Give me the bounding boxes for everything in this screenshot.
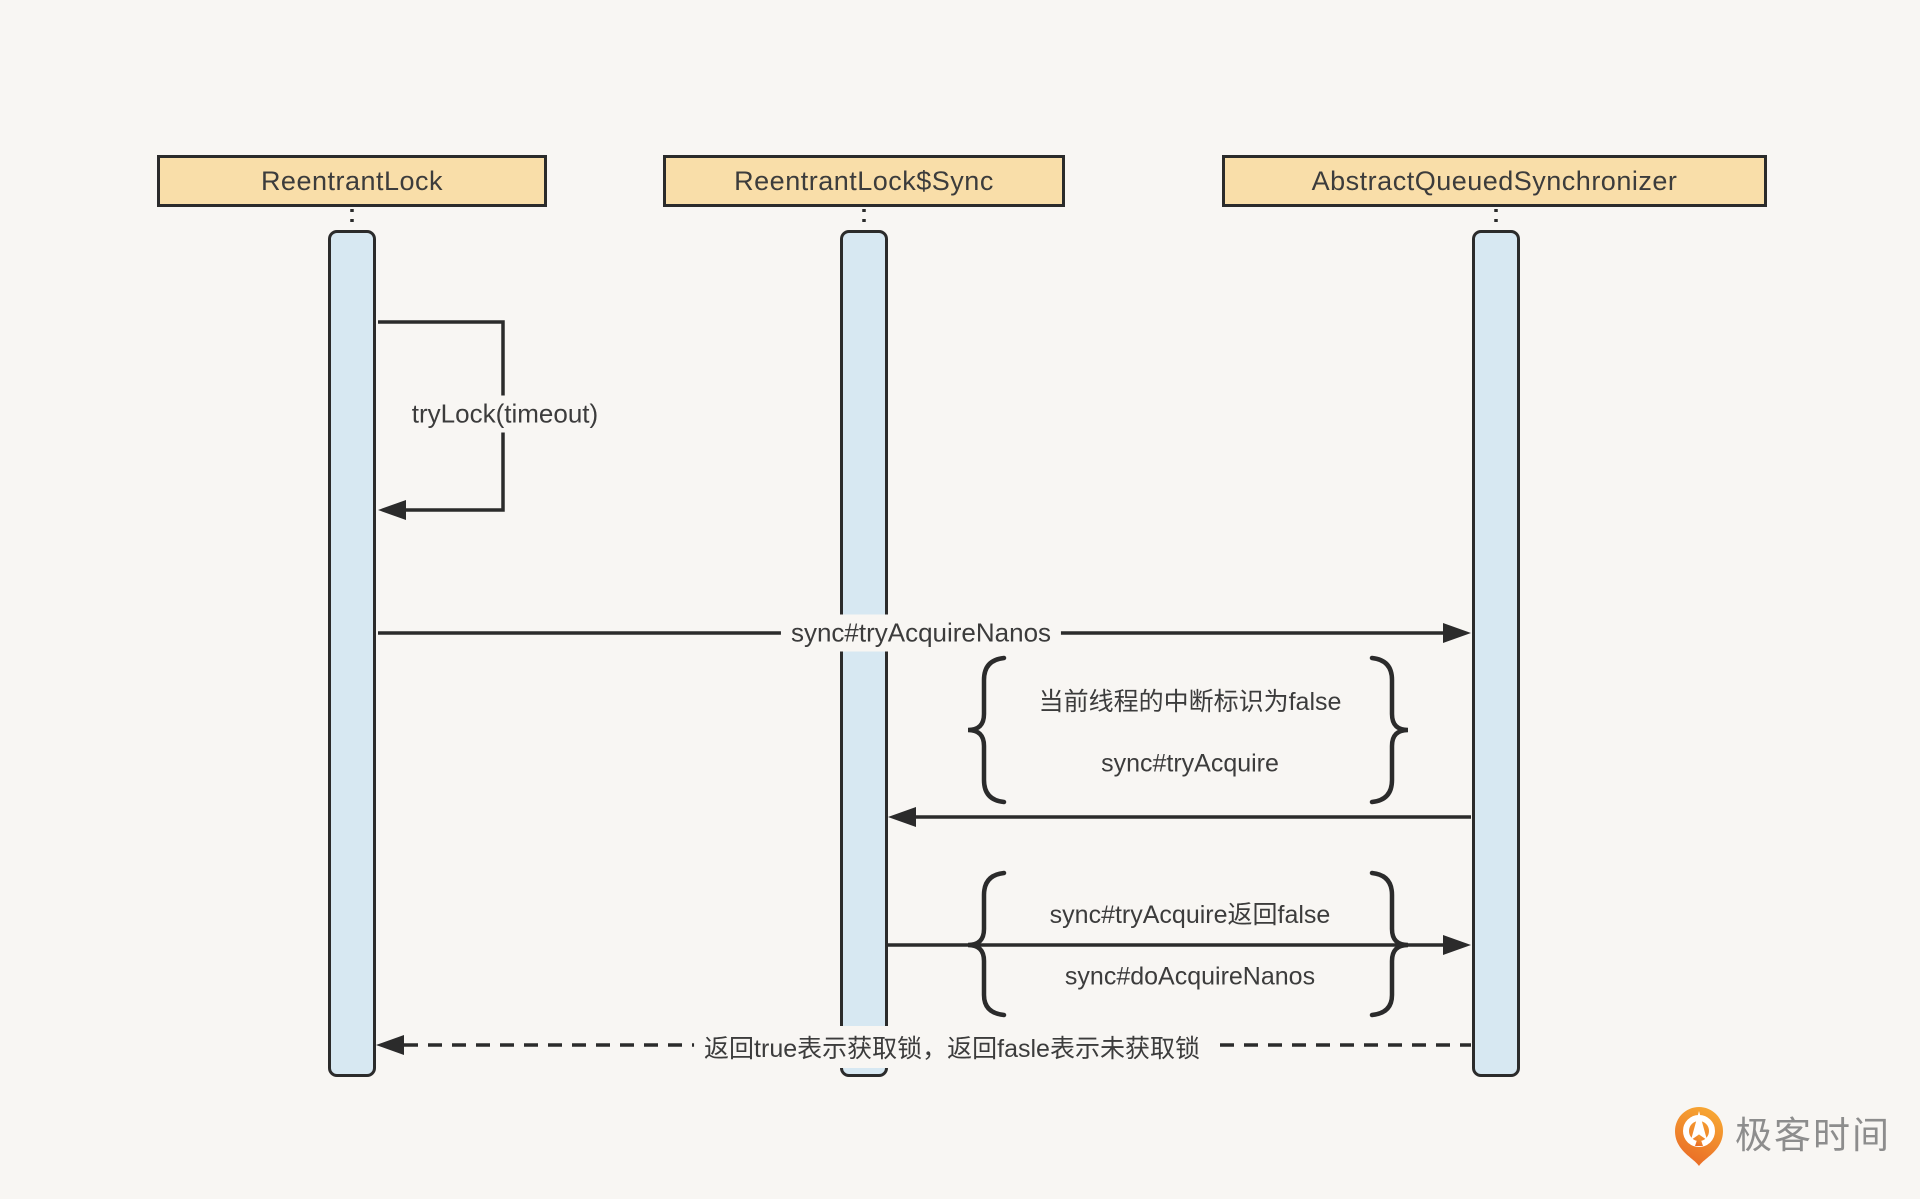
note1-braces	[967, 655, 1409, 805]
participant-label: AbstractQueuedSynchronizer	[1311, 165, 1678, 196]
geektime-logo-icon	[1675, 1107, 1723, 1166]
note2-line2: sync#doAcquireNanos	[1064, 962, 1316, 991]
arrowhead-left	[376, 1035, 404, 1055]
arrowhead-left	[378, 500, 406, 520]
activation-bar-abstractqueuedsynchronizer	[1472, 230, 1520, 1077]
activation-bar-reentrantlock	[328, 230, 376, 1077]
arrowhead-left	[888, 807, 916, 827]
geektime-watermark-text: 极客时间	[1735, 1115, 1891, 1156]
participant-reentrantlock: ReentrantLock	[157, 155, 547, 207]
final-return-label: 返回true表示获取锁，返回fasle表示未获取锁	[694, 1026, 1210, 1068]
participant-label: ReentrantLock	[260, 165, 444, 196]
try-acquire-nanos-label: sync#tryAcquireNanos	[780, 614, 1062, 652]
geektime-watermark: 极客时间	[1672, 1104, 1891, 1168]
try-acquire-return-arrow	[888, 807, 1471, 827]
note2-line1: sync#tryAcquire返回false	[1049, 901, 1331, 929]
participant-abstractqueuedsynchronizer: AbstractQueuedSynchronizer	[1222, 155, 1767, 207]
activation-bar-reentrantlock-sync	[840, 230, 888, 1077]
participant-reentrantlock-sync: ReentrantLock$Sync	[663, 155, 1065, 207]
lifeline-dotted-stubs	[350, 209, 1498, 229]
participant-label: ReentrantLock$Sync	[734, 165, 994, 196]
do-acquire-nanos-arrow	[888, 935, 1471, 955]
self-call-label: tryLock(timeout)	[401, 395, 609, 433]
arrowhead-right	[1443, 935, 1471, 955]
arrowhead-right	[1443, 623, 1471, 643]
note1-line1: 当前线程的中断标识为false	[1038, 688, 1342, 716]
note1-line2: sync#tryAcquire	[1101, 749, 1279, 778]
